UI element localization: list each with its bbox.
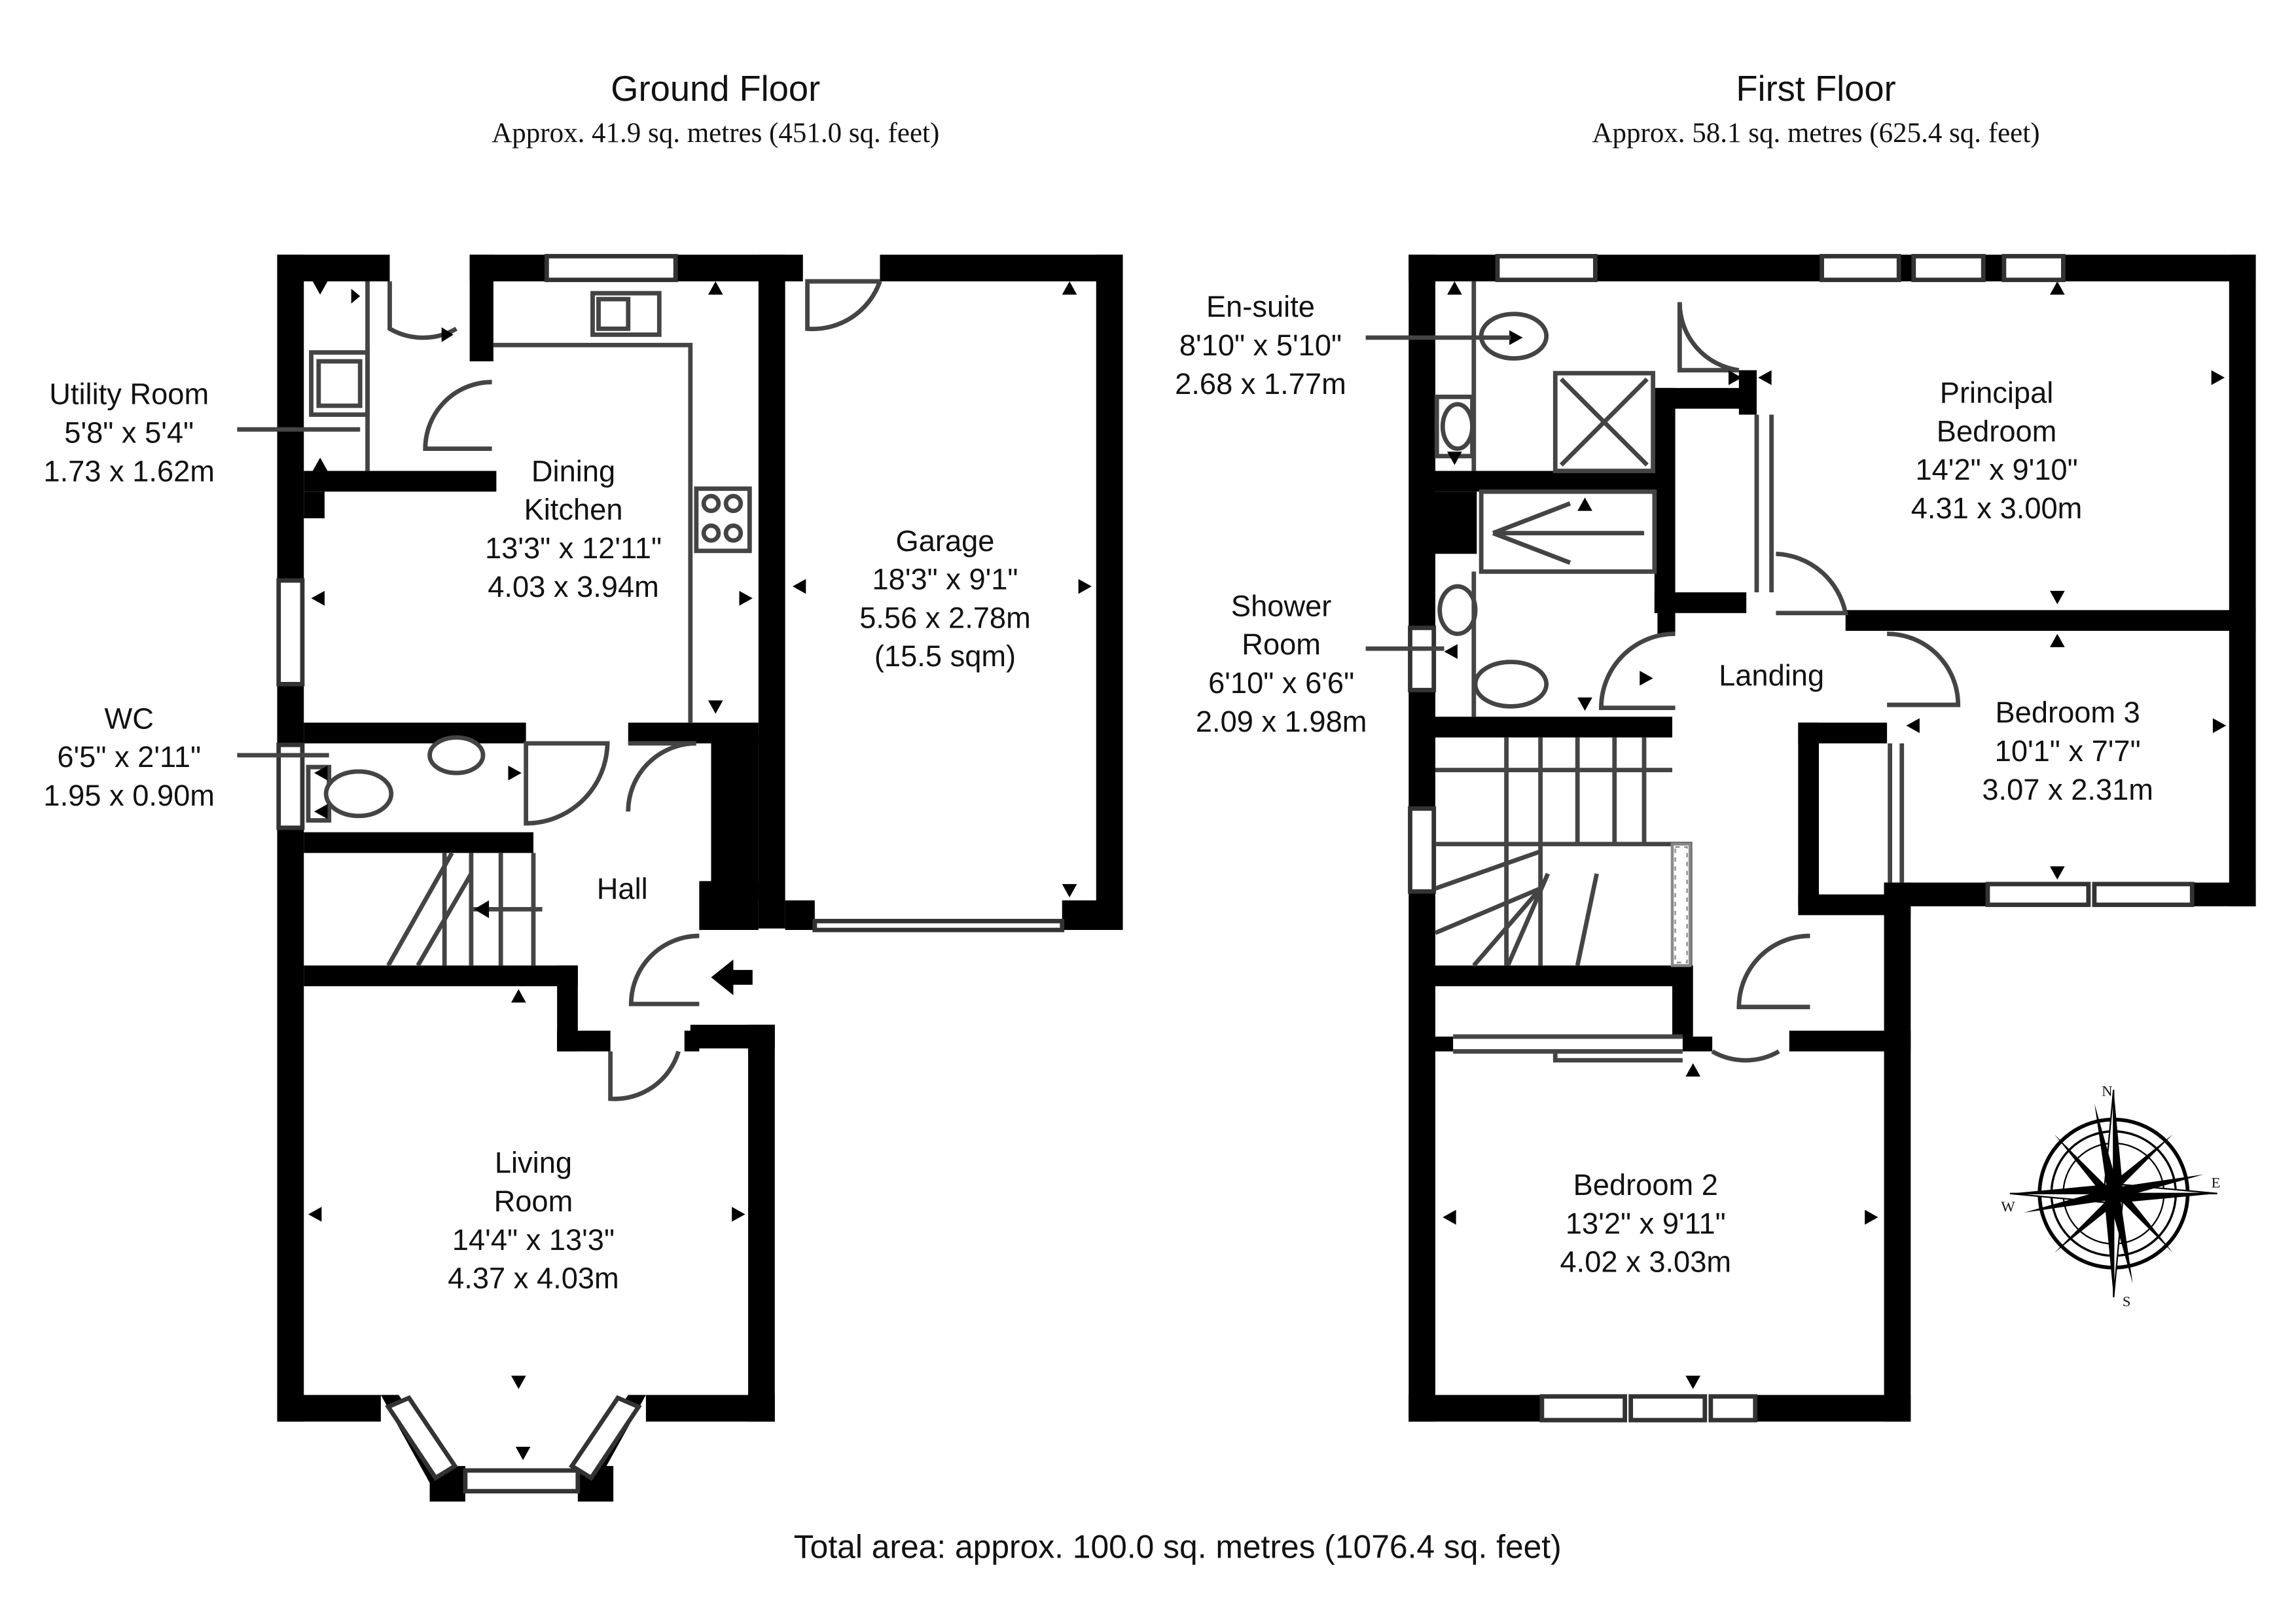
compass-south-label: S — [2123, 1293, 2131, 1310]
bedroom3-imperial: 10'1" x 7'7" — [1995, 734, 2141, 768]
compass-west-label: W — [2001, 1198, 2015, 1215]
shower-name-2: Room — [1242, 628, 1321, 661]
garage-metric: 5.56 x 2.78m — [859, 601, 1031, 634]
wc-metric: 1.95 x 0.90m — [43, 779, 215, 812]
bedroom2-metric: 4.02 x 3.03m — [1560, 1245, 1731, 1279]
compass-north-label: N — [2102, 1082, 2112, 1099]
shower-metric: 2.09 x 1.98m — [1196, 705, 1367, 738]
hall-name: Hall — [597, 872, 648, 906]
living-metric: 4.37 x 4.03m — [448, 1262, 619, 1295]
first-floor-plan — [1408, 254, 2256, 1423]
principal-name-2: Bedroom — [1937, 414, 2057, 448]
compass-east-label: E — [2212, 1175, 2221, 1191]
garage-extra: (15.5 sqm) — [874, 639, 1016, 673]
utility-room-name: Utility Room — [49, 378, 209, 411]
ground-floor-title: Ground Floor — [611, 69, 820, 109]
bedroom2-imperial: 13'2" x 9'11" — [1566, 1207, 1726, 1240]
principal-imperial: 14'2" x 9'10" — [1915, 453, 2077, 486]
total-area: Total area: approx. 100.0 sq. metres (10… — [794, 1528, 1562, 1565]
kitchen-name-1: Dining — [531, 454, 615, 488]
living-name-1: Living — [495, 1146, 572, 1179]
kitchen-imperial: 13'3" x 12'11" — [485, 531, 662, 565]
principal-name-1: Principal — [1940, 376, 2054, 409]
compass-rose-icon: N E S W — [2001, 1082, 2221, 1310]
bedroom2-name: Bedroom 2 — [1573, 1168, 1718, 1202]
garage-name: Garage — [896, 524, 995, 558]
wc-name: WC — [105, 702, 154, 735]
bedroom3-name: Bedroom 3 — [1996, 696, 2140, 729]
wc-imperial: 6'5" x 2'11" — [57, 740, 201, 774]
utility-room-metric: 1.73 x 1.62m — [43, 454, 215, 488]
utility-room-imperial: 5'8" x 5'4" — [64, 416, 194, 450]
kitchen-name-2: Kitchen — [524, 493, 623, 526]
first-floor-title: First Floor — [1736, 69, 1895, 109]
first-floor-area: Approx. 58.1 sq. metres (625.4 sq. feet) — [1592, 118, 2039, 149]
landing-name: Landing — [1719, 659, 1824, 692]
living-imperial: 14'4" x 13'3" — [452, 1223, 615, 1257]
living-name-2: Room — [494, 1185, 573, 1218]
shower-imperial: 6'10" x 6'6" — [1208, 666, 1354, 700]
ensuite-imperial: 8'10" x 5'10" — [1179, 329, 1342, 362]
ensuite-metric: 2.68 x 1.77m — [1175, 367, 1346, 401]
ground-floor-area: Approx. 41.9 sq. metres (451.0 sq. feet) — [492, 118, 939, 149]
shower-name-1: Shower — [1231, 589, 1331, 622]
kitchen-metric: 4.03 x 3.94m — [488, 570, 659, 603]
ground-floor-plan — [276, 254, 1123, 1502]
bedroom3-metric: 3.07 x 2.31m — [1982, 773, 2153, 806]
measurement-markers — [308, 281, 2227, 1461]
garage-imperial: 18'3" x 9'1" — [872, 563, 1018, 596]
ensuite-name: En-suite — [1206, 290, 1315, 323]
principal-metric: 4.31 x 3.00m — [1911, 491, 2083, 525]
